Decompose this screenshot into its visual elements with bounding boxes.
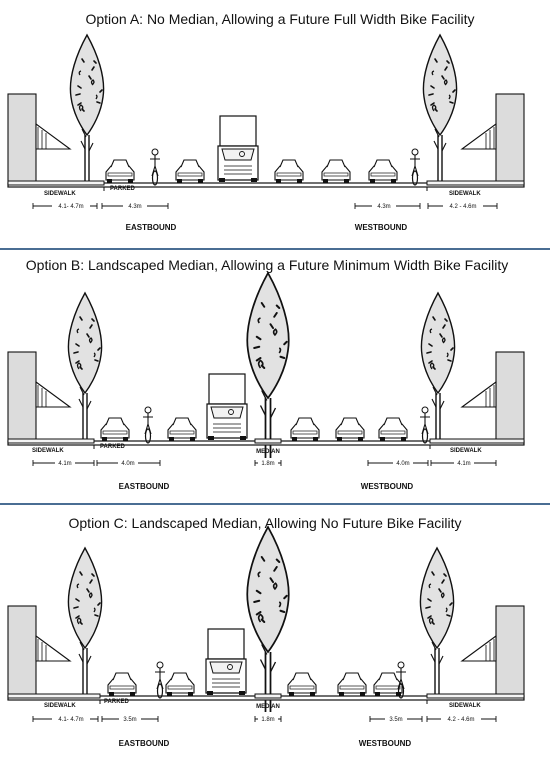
- dim-right-lanes: 4.3m: [377, 204, 390, 210]
- car-eastbound: [175, 159, 205, 184]
- dim-right-sidewalk: 4.1m: [457, 461, 470, 467]
- parked-label: PARKED: [100, 444, 126, 450]
- tree-median: [246, 272, 290, 459]
- option-a-panel: Option A: No Median, Allowing a Future F…: [0, 0, 550, 252]
- dimension-lines: [32, 203, 498, 209]
- dim-left-lanes: 4.0m: [121, 461, 134, 467]
- road-section: [7, 180, 525, 191]
- building-left: [7, 93, 71, 185]
- tree-right: [420, 292, 456, 442]
- bicycle-eastbound: [154, 661, 166, 699]
- car-westbound-3: [378, 417, 408, 442]
- truck-eastbound: [205, 628, 247, 696]
- building-left: [7, 605, 71, 697]
- westbound-label: WESTBOUND: [359, 739, 412, 748]
- road-section: [7, 693, 525, 704]
- panel-divider: [0, 503, 550, 505]
- panel-divider: [0, 248, 550, 250]
- road-section: [7, 438, 525, 449]
- tree-right: [422, 34, 458, 184]
- bicycle-westbound: [409, 148, 421, 186]
- building-right: [461, 93, 525, 185]
- westbound-label: WESTBOUND: [361, 482, 414, 491]
- option-a-title: Option A: No Median, Allowing a Future F…: [85, 11, 474, 27]
- dim-left-sidewalk: 4.1m: [58, 461, 71, 467]
- dim-left-lanes: 3.5m: [123, 717, 136, 723]
- car-westbound-3: [368, 159, 398, 184]
- parked-label: PARKED: [104, 699, 130, 705]
- tree-median: [246, 526, 290, 713]
- parked-car-eastbound: [100, 417, 130, 442]
- median-label: MEDIAN: [256, 449, 280, 455]
- car-eastbound: [165, 672, 195, 697]
- truck-eastbound: [206, 373, 248, 441]
- bicycle-westbound: [419, 406, 431, 444]
- car-westbound-1: [287, 672, 317, 697]
- car-westbound-2: [335, 417, 365, 442]
- eastbound-label: EASTBOUND: [126, 223, 177, 232]
- parked-car-eastbound: [105, 159, 135, 184]
- dim-left-sidewalk: 4.1- 4.7m: [58, 717, 83, 723]
- sidewalk-right-label: SIDEWALK: [449, 191, 481, 197]
- car-westbound-3: [373, 672, 403, 697]
- parked-car-eastbound: [107, 672, 137, 697]
- building-right: [461, 351, 525, 443]
- eastbound-label: EASTBOUND: [119, 482, 170, 491]
- tree-left: [69, 34, 105, 184]
- dim-median: 1.8m: [261, 461, 274, 467]
- tree-left: [67, 292, 103, 442]
- car-westbound-1: [274, 159, 304, 184]
- car-westbound-1: [290, 417, 320, 442]
- option-b-panel: Option B: Landscaped Median, Allowing a …: [0, 250, 550, 502]
- option-b-title: Option B: Landscaped Median, Allowing a …: [26, 257, 508, 273]
- dim-right-lanes: 3.5m: [389, 717, 402, 723]
- bicycle-eastbound: [149, 148, 161, 186]
- car-westbound-2: [321, 159, 351, 184]
- building-left: [7, 351, 71, 443]
- sidewalk-left-label: SIDEWALK: [32, 448, 64, 454]
- car-westbound-2: [337, 672, 367, 697]
- dim-left-lanes: 4.3m: [128, 204, 141, 210]
- option-c-title: Option C: Landscaped Median, Allowing No…: [69, 515, 462, 531]
- bicycle-eastbound: [142, 406, 154, 444]
- tree-left: [67, 547, 103, 697]
- sidewalk-left-label: SIDEWALK: [44, 703, 76, 709]
- car-eastbound: [167, 417, 197, 442]
- dim-left-sidewalk: 4.1- 4.7m: [58, 204, 83, 210]
- dim-right-sidewalk: 4.2 - 4.6m: [449, 204, 476, 210]
- median-label: MEDIAN: [256, 704, 280, 710]
- sidewalk-left-label: SIDEWALK: [44, 191, 76, 197]
- truck-eastbound: [217, 115, 259, 183]
- eastbound-label: EASTBOUND: [119, 739, 170, 748]
- sidewalk-right-label: SIDEWALK: [450, 448, 482, 454]
- building-right: [461, 605, 525, 697]
- dim-right-sidewalk: 4.2 - 4.6m: [447, 717, 474, 723]
- option-c-panel: Option C: Landscaped Median, Allowing No…: [0, 506, 550, 767]
- tree-right: [419, 547, 455, 697]
- westbound-label: WESTBOUND: [355, 223, 408, 232]
- dim-right-lanes: 4.0m: [396, 461, 409, 467]
- parked-label: PARKED: [110, 186, 136, 192]
- dim-median: 1.8m: [261, 717, 274, 723]
- sidewalk-right-label: SIDEWALK: [449, 703, 481, 709]
